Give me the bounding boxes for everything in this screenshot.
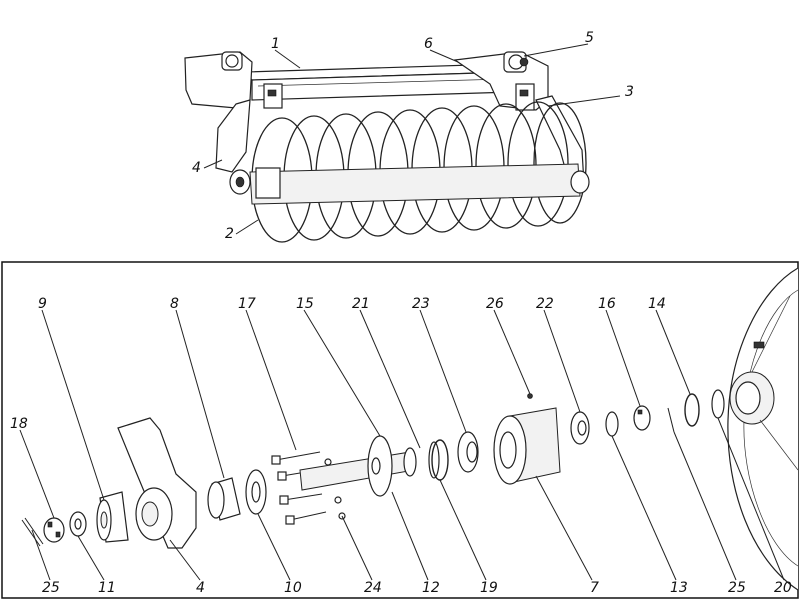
detail-callout-23: 23	[412, 296, 430, 312]
part-cotter-pin-right	[667, 407, 675, 433]
detail-callout-24: 24	[364, 580, 382, 596]
exploded-parts	[21, 267, 799, 591]
top-callout-5: 5	[585, 30, 594, 46]
detail-callout-14: 14	[648, 296, 666, 312]
part-cotter-pin	[21, 517, 44, 547]
detail-callout-7: 7	[590, 580, 599, 596]
detail-callout-15: 15	[296, 296, 314, 312]
top-leader-lines	[203, 43, 621, 235]
part-washer-11	[69, 511, 87, 537]
detail-callout-4: 4	[196, 580, 205, 596]
frame-beam	[243, 63, 514, 101]
top-callout-2: 2	[225, 226, 234, 242]
part-washer-10	[245, 469, 267, 515]
detail-callout-20: 20	[774, 580, 792, 596]
detail-callout-17: 17	[238, 296, 256, 312]
top-callout-3: 3	[625, 84, 634, 100]
part-hub-housing	[493, 393, 561, 485]
detail-callout-22: 22	[536, 296, 554, 312]
roller-shaft	[229, 163, 590, 205]
detail-callout-25-right: 25	[728, 580, 746, 596]
part-arm-bracket	[117, 417, 197, 549]
top-callout-1: 1	[271, 36, 280, 52]
part-castle-nut-16	[633, 405, 651, 431]
part-ring-21	[428, 441, 440, 479]
detail-callout-26: 26	[486, 296, 504, 312]
detail-callout-18: 18	[10, 416, 28, 432]
detail-callout-11: 11	[98, 580, 116, 596]
part-seal-14	[684, 393, 700, 427]
part-castle-nut	[43, 517, 65, 543]
detail-callout-21: 21	[352, 296, 370, 312]
detail-callout-13: 13	[670, 580, 688, 596]
right-bracket	[453, 51, 585, 187]
roller-assembly-overview	[184, 51, 590, 243]
detail-callout-16: 16	[598, 296, 616, 312]
part-bearing-23	[457, 431, 479, 473]
detail-callout-9: 9	[38, 296, 47, 312]
detail-callout-8: 8	[170, 296, 179, 312]
detail-callout-19: 19	[480, 580, 498, 596]
left-bracket	[184, 51, 283, 173]
detail-callout-12: 12	[422, 580, 440, 596]
part-bushing-8	[207, 477, 241, 521]
part-flanged-axle	[299, 435, 417, 497]
top-callout-6: 6	[424, 36, 433, 52]
part-cone-9	[96, 491, 129, 543]
part-bearing-22	[570, 411, 590, 445]
part-washer-13	[605, 411, 619, 437]
part-bolts-17	[271, 451, 327, 525]
top-callout-4: 4	[192, 160, 201, 176]
detail-leader-lines	[19, 309, 785, 581]
detail-callout-10: 10	[284, 580, 302, 596]
detail-callout-25-left: 25	[42, 580, 60, 596]
part-coil-hub	[711, 267, 799, 591]
